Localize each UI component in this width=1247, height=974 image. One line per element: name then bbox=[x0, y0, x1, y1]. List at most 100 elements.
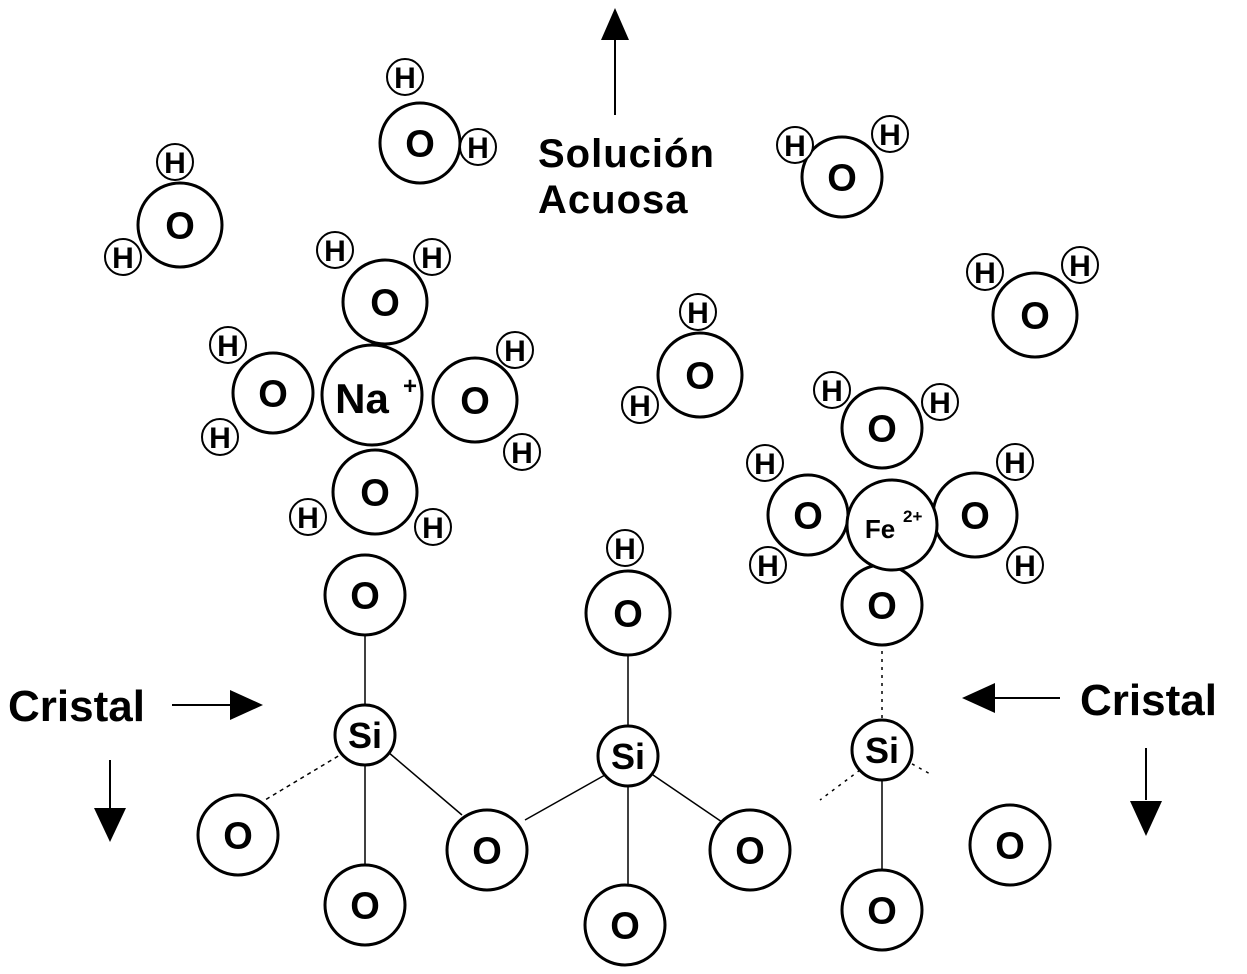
silicon-atom: Si bbox=[596, 724, 660, 788]
hydrogen-atom-symbol: H bbox=[422, 512, 444, 545]
hydrogen-atom-symbol: H bbox=[164, 147, 186, 180]
oxygen-atom: O bbox=[766, 473, 850, 557]
oxygen-atom-symbol: O bbox=[350, 886, 380, 928]
hydrogen-atom-symbol: H bbox=[821, 375, 843, 408]
oxygen-atom-symbol: O bbox=[165, 206, 195, 248]
crystal-right-arrowhead-icon bbox=[962, 683, 995, 713]
oxygen-atom: O bbox=[584, 569, 672, 657]
hydrogen-atom: H bbox=[289, 498, 327, 536]
oxygen-atom-symbol: O bbox=[995, 826, 1025, 868]
oxygen-atom-symbol: O bbox=[685, 356, 715, 398]
hydrogen-atom: H bbox=[966, 253, 1004, 291]
crystal-left-down-arrowhead-icon bbox=[94, 808, 126, 842]
bond bbox=[387, 751, 463, 816]
hydrogen-atom: H bbox=[386, 58, 424, 96]
hydrogen-atom: H bbox=[679, 293, 717, 331]
oxygen-atom-symbol: O bbox=[472, 831, 502, 873]
bond bbox=[524, 774, 606, 821]
silicon-atom: Si bbox=[333, 703, 397, 767]
oxygen-atom-symbol: O bbox=[827, 158, 857, 200]
hydrogen-atom-symbol: H bbox=[511, 437, 533, 470]
arrows bbox=[94, 8, 1162, 842]
oxygen-atom: O bbox=[583, 883, 667, 967]
iron-ion: Fe 2+ bbox=[845, 478, 939, 572]
oxygen-atom-symbol: O bbox=[960, 496, 990, 538]
crystal-right-down-arrowhead-icon bbox=[1130, 801, 1162, 836]
oxygen-atom: O bbox=[196, 793, 280, 877]
hydrogen-atom: H bbox=[201, 418, 239, 456]
iron-charge: 2+ bbox=[903, 507, 922, 526]
oxygen-atom-symbol: O bbox=[1020, 296, 1050, 338]
oxygen-atom-symbol: O bbox=[350, 576, 380, 618]
hydrogen-atom-symbol: H bbox=[614, 533, 636, 566]
oxygen-atom: O bbox=[840, 563, 924, 647]
oxygen-atom: O bbox=[331, 448, 419, 536]
hydrogen-atom: H bbox=[104, 238, 142, 276]
hydrogen-atom: H bbox=[1061, 246, 1099, 284]
hydrogen-atom: H bbox=[621, 386, 659, 424]
hydrogen-atom: H bbox=[996, 443, 1034, 481]
silicon-atom-symbol: Si bbox=[865, 730, 899, 771]
hydrogen-atom-symbol: H bbox=[629, 390, 651, 423]
oxygen-atom: O bbox=[708, 808, 792, 892]
hydrogen-atom-symbol: H bbox=[757, 550, 779, 583]
silicon-atom-symbol: Si bbox=[348, 715, 382, 756]
oxygen-atom: O bbox=[431, 356, 519, 444]
bond bbox=[652, 774, 723, 823]
hydrogen-atom-symbol: H bbox=[1014, 550, 1036, 583]
oxygen-atom: O bbox=[840, 868, 924, 952]
sodium-ion: Na+ bbox=[320, 343, 424, 447]
sodium-symbol: Na bbox=[335, 375, 389, 422]
silicon-atom: Si bbox=[850, 718, 914, 782]
oxygen-atom: O bbox=[968, 803, 1052, 887]
hydrogen-atom-symbol: H bbox=[687, 297, 709, 330]
oxygen-atom-symbol: O bbox=[405, 124, 435, 166]
oxygen-atom-symbol: O bbox=[360, 473, 390, 515]
oxygen-atom: O bbox=[656, 331, 744, 419]
iron-symbol: Fe bbox=[865, 514, 895, 544]
hydrogen-atom: H bbox=[921, 383, 959, 421]
solution-arrowhead-icon bbox=[601, 8, 629, 40]
hydrogen-atom-symbol: H bbox=[974, 257, 996, 290]
hydrogen-atom-symbol: H bbox=[1004, 447, 1026, 480]
hydrogen-atom: H bbox=[606, 529, 644, 567]
crystal-left-arrowhead-icon bbox=[230, 690, 263, 720]
hydrogen-atom-symbol: H bbox=[754, 448, 776, 481]
hydrogen-atom: H bbox=[496, 331, 534, 369]
hydrogen-atom-symbol: H bbox=[929, 387, 951, 420]
oxygen-atom: O bbox=[231, 351, 315, 435]
oxygen-atom-symbol: O bbox=[223, 816, 253, 858]
bond-lines bbox=[264, 635, 933, 885]
hydrogen-atom-symbol: H bbox=[217, 330, 239, 363]
hydrogen-atom-symbol: H bbox=[112, 242, 134, 275]
oxygen-atom-symbol: O bbox=[735, 831, 765, 873]
oxygen-atom: O bbox=[323, 863, 407, 947]
oxygen-atom-symbol: O bbox=[258, 374, 288, 416]
hydrogen-atom: H bbox=[813, 371, 851, 409]
hydrogen-atom: H bbox=[871, 115, 909, 153]
bond bbox=[264, 751, 346, 801]
bond bbox=[819, 769, 861, 801]
crystal-label-right: Cristal bbox=[1080, 676, 1217, 725]
hydrogen-atom: H bbox=[503, 433, 541, 471]
hydrogen-atom: H bbox=[414, 508, 452, 546]
hydrogen-atom: H bbox=[746, 444, 784, 482]
oxygen-atom-symbol: O bbox=[793, 496, 823, 538]
hydrogen-atom-symbol: H bbox=[421, 242, 443, 275]
hydrogen-atom-symbol: H bbox=[1069, 250, 1091, 283]
hydrogen-atom: H bbox=[156, 143, 194, 181]
oxygen-atom-symbol: O bbox=[867, 409, 897, 451]
hydrogen-atom-symbol: H bbox=[297, 502, 319, 535]
oxygen-atom: O bbox=[136, 181, 224, 269]
oxygen-atom-symbol: O bbox=[867, 586, 897, 628]
hydrogen-atom: H bbox=[749, 546, 787, 584]
hydrogen-atom: H bbox=[459, 128, 497, 166]
crystal-label-left: Cristal bbox=[8, 682, 145, 731]
hydrogen-atom-symbol: H bbox=[394, 62, 416, 95]
hydrogen-atom-symbol: H bbox=[467, 132, 489, 165]
hydrogen-atom-symbol: H bbox=[504, 335, 526, 368]
hydrogen-atom: H bbox=[1006, 546, 1044, 584]
hydrogen-atom: H bbox=[413, 238, 451, 276]
